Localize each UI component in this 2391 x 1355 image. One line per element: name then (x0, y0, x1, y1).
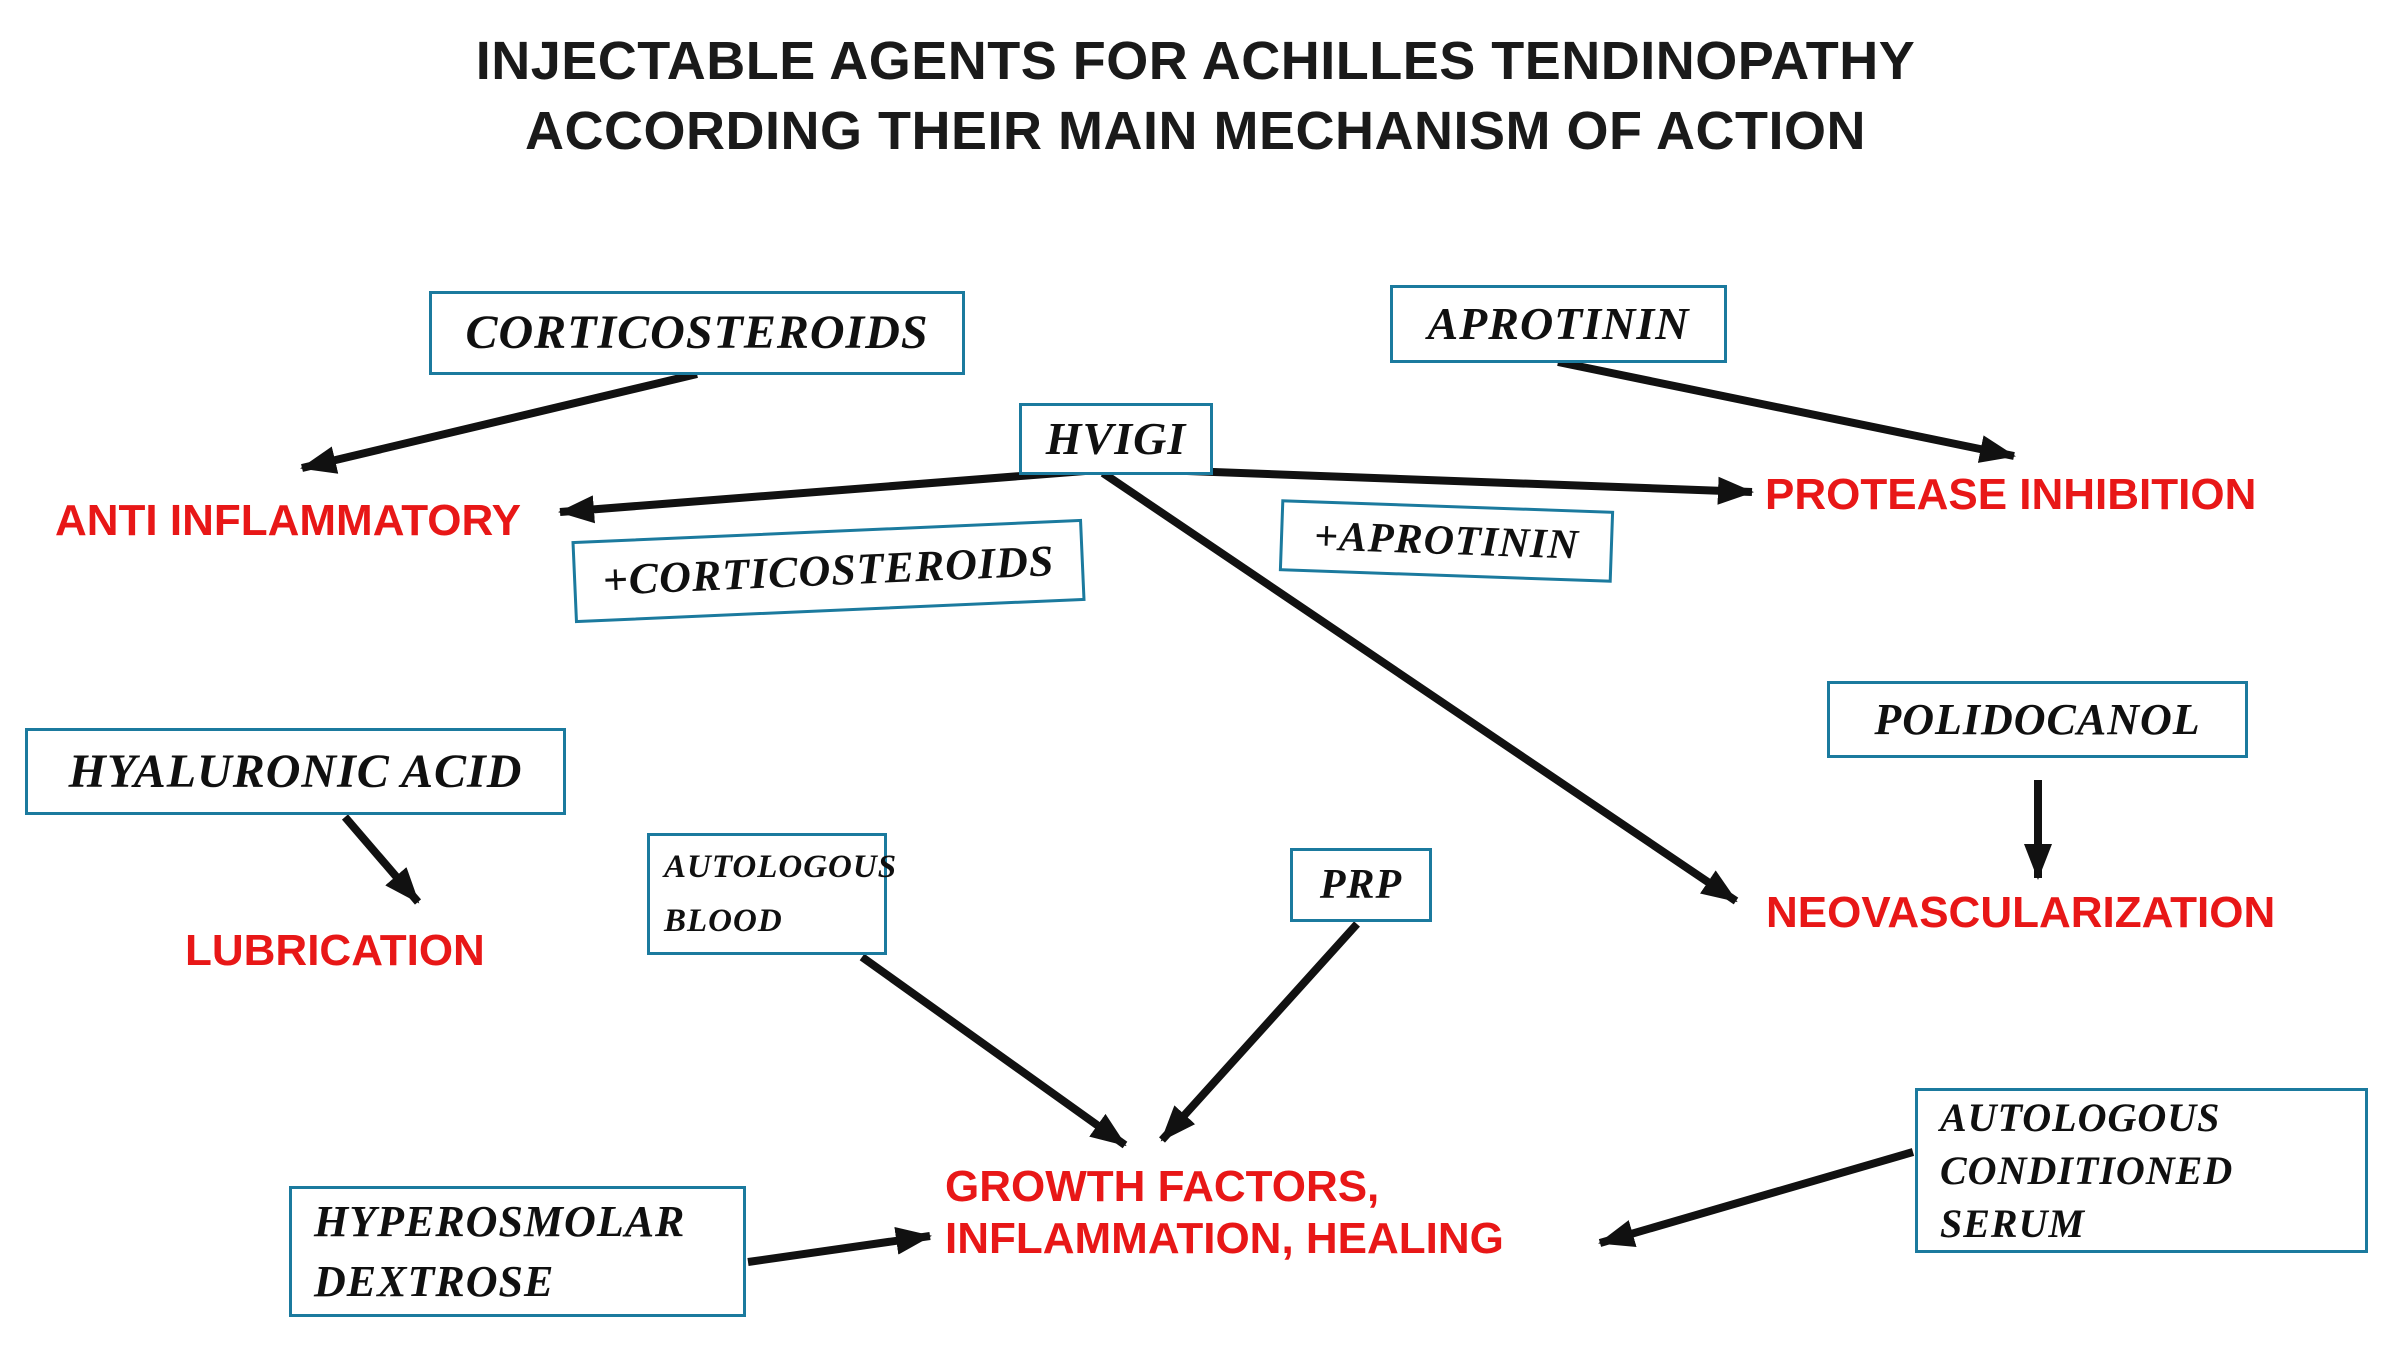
agent-label-aprotinin-line-1: APROTININ (1427, 298, 1690, 349)
agent-label-hyperosmolar-dextrose-line-2: DEXTROSE (314, 1256, 555, 1306)
arrow-autologous-conditioned-serum-to-growth-factors (1598, 1148, 1915, 1247)
agent-label-autologous-blood-line-2: BLOOD (664, 903, 783, 939)
agent-box-autologous-conditioned-serum: AUTOLOGOUS CONDITIONED SERUM (1915, 1088, 2368, 1253)
arrow-prp-to-growth-factors (1159, 921, 1360, 1143)
agent-label-plus-corticosteroids-line-1: +CORTICOSTEROIDS (601, 536, 1056, 605)
agent-label-autologous-conditioned-serum-line-3: SERUM (1940, 1201, 2086, 1246)
agent-box-polidocanol: POLIDOCANOL (1827, 681, 2248, 758)
mechanism-label-protease-inhibition: PROTEASE INHIBITION (1765, 472, 2256, 518)
mechanism-label-lubrication-line-1: LUBRICATION (185, 926, 485, 975)
agent-label-corticosteroids-line-1: CORTICOSTEROIDS (465, 306, 929, 359)
mechanism-label-lubrication: LUBRICATION (185, 928, 485, 974)
arrow-hvigi-to-neovascularization (1100, 469, 1739, 905)
agent-box-hyaluronic-acid: HYALURONIC ACID (25, 728, 566, 815)
arrow-aprotinin-to-protease-inhibition (1557, 358, 2016, 463)
mechanism-label-anti-inflammatory-line-1: ANTI INFLAMMATORY (55, 496, 522, 545)
agent-box-aprotinin: APROTININ (1390, 285, 1727, 363)
mechanism-label-neovascularization-line-1: NEOVASCULARIZATION (1766, 888, 2276, 937)
agent-box-plus-aprotinin: +APROTININ (1278, 499, 1615, 583)
page-title: INJECTABLE AGENTS FOR ACHILLES TENDINOPA… (0, 26, 2391, 166)
agent-box-prp: PRP (1290, 848, 1432, 922)
title-line-2: ACCORDING THEIR MAIN MECHANISM OF ACTION (525, 101, 1866, 161)
arrow-hvigi-to-anti-inflammatory (558, 466, 1099, 524)
agent-label-autologous-conditioned-serum-line-2: CONDITIONED (1940, 1148, 2234, 1193)
agent-label-hvigi-line-1: HVIGI (1045, 413, 1187, 464)
agent-box-autologous-blood: AUTOLOGOUS BLOOD (647, 833, 896, 955)
arrow-autologous-blood-to-growth-factors (859, 953, 1128, 1149)
agent-label-autologous-conditioned-serum-line-1: AUTOLOGOUS (1940, 1095, 2221, 1140)
agent-label-autologous-blood-line-1: AUTOLOGOUS (664, 849, 898, 885)
mechanism-label-anti-inflammatory: ANTI INFLAMMATORY (55, 498, 521, 544)
agent-box-corticosteroids: CORTICOSTEROIDS (429, 291, 965, 375)
agent-box-hvigi: HVIGI (1019, 403, 1213, 475)
agent-label-hyperosmolar-dextrose-line-1: HYPEROSMOLAR (314, 1196, 686, 1246)
mechanism-label-protease-inhibition-line-1: PROTEASE INHIBITION (1765, 470, 2257, 519)
title-line-1: INJECTABLE AGENTS FOR ACHILLES TENDINOPA… (475, 31, 1916, 91)
arrow-hyperosmolar-dextrose-to-growth-factors (747, 1226, 932, 1266)
mechanism-label-growth-factors-inflammation-healing-line-2: INFLAMMATION, HEALING (945, 1214, 1504, 1263)
agent-label-plus-aprotinin-line-1: +APROTININ (1313, 513, 1580, 569)
agent-box-hyperosmolar-dextrose: HYPEROSMOLAR DEXTROSE (289, 1186, 746, 1317)
arrow-corticosteroids-to-anti-inflammatory (300, 370, 698, 474)
agent-label-polidocanol-line-1: POLIDOCANOL (1874, 694, 2201, 744)
arrow-hyaluronic-acid-to-lubrication (341, 814, 422, 905)
mechanism-label-neovascularization: NEOVASCULARIZATION (1766, 890, 2275, 936)
agent-label-hyaluronic-acid-line-1: HYALURONIC ACID (68, 744, 523, 798)
mechanism-label-growth-factors-inflammation-healing-line-1: GROWTH FACTORS, (945, 1162, 1380, 1211)
mechanism-label-growth-factors-inflammation-healing: GROWTH FACTORS,INFLAMMATION, HEALING (945, 1161, 1504, 1265)
agent-label-prp-line-1: PRP (1319, 862, 1403, 908)
